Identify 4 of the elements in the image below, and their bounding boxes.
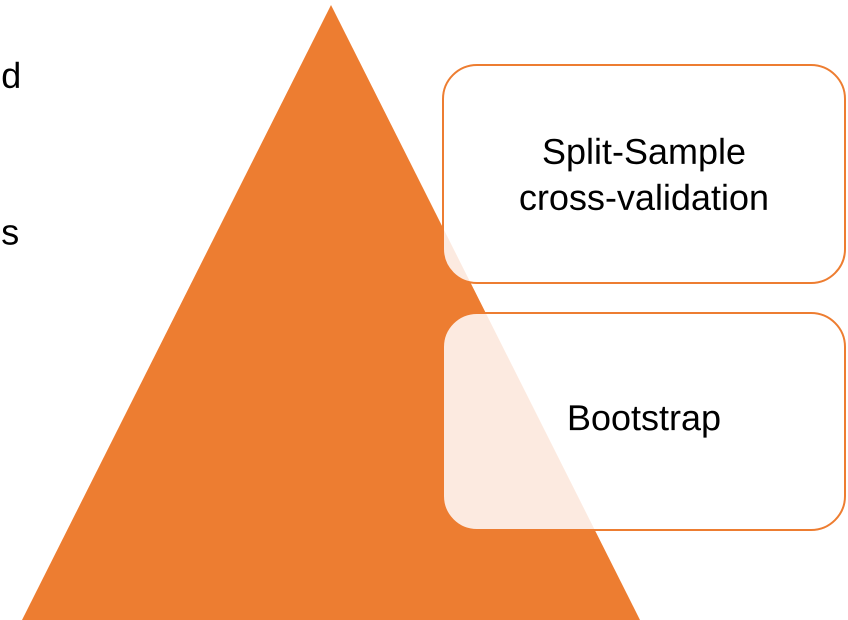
rounded-box: Split-Sample cross-validation bbox=[442, 64, 846, 284]
text-fragment: s bbox=[2, 225, 18, 245]
text-fragment: d bbox=[2, 62, 19, 88]
rounded-box: Bootstrap bbox=[442, 312, 846, 531]
